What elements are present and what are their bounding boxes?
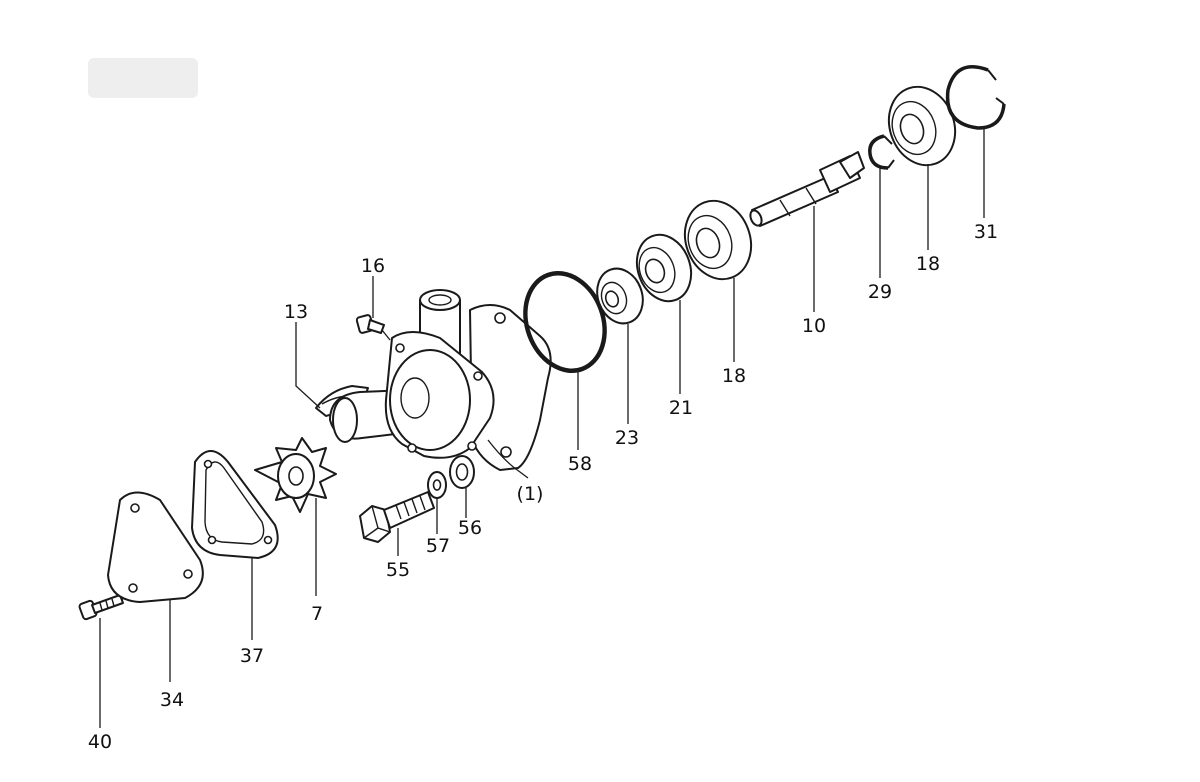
part-55-bolt xyxy=(359,491,435,543)
part-34-cover-plate xyxy=(107,491,204,603)
label-13: 13 xyxy=(284,301,308,323)
label-55: 55 xyxy=(386,559,410,581)
label-23: 23 xyxy=(615,427,639,449)
label-58: 58 xyxy=(568,453,592,475)
label-57: 57 xyxy=(426,535,450,557)
callout-labels: 40 34 37 7 13 16 55 57 56 (1) 58 23 21 1… xyxy=(88,221,998,753)
part-1-pump-housing xyxy=(329,289,552,471)
part-23-seal xyxy=(596,267,644,325)
label-7: 7 xyxy=(311,603,323,625)
label-56: 56 xyxy=(458,517,482,539)
part-10-shaft xyxy=(749,151,865,227)
part-57-washer xyxy=(427,471,447,499)
part-7-impeller xyxy=(254,437,337,513)
label-40: 40 xyxy=(88,731,112,753)
part-21-bearing xyxy=(635,233,693,303)
part-16-screw xyxy=(355,314,391,341)
label-34: 34 xyxy=(160,689,184,711)
label-10: 10 xyxy=(802,315,826,337)
label-1: (1) xyxy=(517,483,544,505)
part-31-circlip xyxy=(945,65,1006,130)
part-37-gasket xyxy=(191,450,279,559)
part-18-bearing-large xyxy=(683,199,753,281)
part-29-snap-ring xyxy=(868,134,895,170)
label-21: 21 xyxy=(669,397,693,419)
part-18-bearing-rear xyxy=(887,85,957,167)
label-31: 31 xyxy=(974,221,998,243)
part-56-washer xyxy=(449,455,475,489)
label-18-rear: 18 xyxy=(916,253,940,275)
leader-lines xyxy=(99,126,985,728)
label-37: 37 xyxy=(240,645,264,667)
faded-header-mark xyxy=(88,58,198,98)
label-29: 29 xyxy=(868,281,892,303)
label-18-front: 18 xyxy=(722,365,746,387)
label-16: 16 xyxy=(361,255,385,277)
part-40-screw xyxy=(78,593,135,621)
